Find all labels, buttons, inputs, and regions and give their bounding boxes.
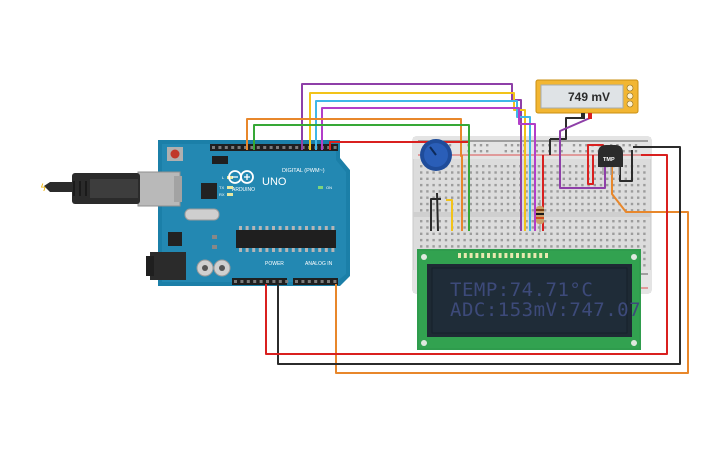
temperature-sensor[interactable]: TMP xyxy=(598,145,623,175)
wire-sensor-orange[interactable] xyxy=(335,167,689,374)
digital-header-label: DIGITAL (PWM~) xyxy=(282,168,325,174)
wire-orange-top[interactable] xyxy=(246,118,463,231)
wire-bb-black[interactable] xyxy=(436,192,439,232)
usb-cable-icon: ϟ xyxy=(40,183,47,194)
wire-meter-purple[interactable] xyxy=(559,117,606,189)
crystal-oscillator xyxy=(184,208,220,221)
multimeter-probe-black xyxy=(581,113,585,119)
wires[interactable] xyxy=(246,83,689,374)
analog-header-label: ANALOG IN xyxy=(305,261,333,267)
multimeter-probe-red xyxy=(588,113,592,119)
lcd-line-2: ADC:153mV:747.07 xyxy=(450,299,641,321)
lcd-display: TEMP:74.71°C ADC:153mV:747.07 xyxy=(417,249,641,350)
rx-led xyxy=(227,193,233,196)
reset-button-cap xyxy=(170,149,180,159)
wire-bb-yellow[interactable] xyxy=(446,199,453,231)
multimeter-dial-r[interactable] xyxy=(626,100,634,108)
wire-red-top[interactable] xyxy=(329,141,468,150)
wire-green[interactable] xyxy=(253,124,470,231)
power-jack xyxy=(150,252,186,280)
usb-cable: ϟ xyxy=(40,173,140,204)
multimeter-dial-a[interactable] xyxy=(626,84,634,92)
wire-sensor-black[interactable] xyxy=(619,150,633,182)
tx-led-label: TX xyxy=(219,185,224,190)
lcd-line-1: TEMP:74.71°C xyxy=(450,279,593,301)
arduino-model: UNO xyxy=(262,176,287,188)
rx-led-label: RX xyxy=(219,192,225,197)
resistor xyxy=(536,200,544,232)
tx-led xyxy=(227,186,233,189)
atmega-chip xyxy=(236,230,336,248)
multimeter-reading: 749 mV xyxy=(568,90,610,104)
sensor-label: TMP xyxy=(603,157,615,163)
arduino-logo-icon xyxy=(228,170,254,184)
wire-5v-red[interactable] xyxy=(265,154,668,355)
usb-port xyxy=(137,171,181,207)
multimeter[interactable]: 749 mV xyxy=(535,79,639,119)
arduino-brand: ARDUINO xyxy=(232,187,255,193)
arduino-uno-board[interactable]: DIGITAL (PWM~) POWER ANALOG IN ϟ xyxy=(40,140,350,286)
l-led xyxy=(227,176,233,179)
power-pin-header xyxy=(234,280,337,283)
potentiometer-knob[interactable] xyxy=(420,139,452,171)
wire-magenta[interactable] xyxy=(321,107,536,231)
wire-gnd-black[interactable] xyxy=(277,146,681,365)
l-led-label: L xyxy=(222,175,225,180)
power-header-label: POWER xyxy=(265,261,284,267)
chip-legs xyxy=(239,226,335,252)
multimeter-dial-v[interactable] xyxy=(626,92,634,100)
multimeter-display xyxy=(540,84,624,109)
on-led-label: ON xyxy=(326,185,332,190)
on-led xyxy=(318,186,323,189)
lcd-pins xyxy=(458,253,548,258)
